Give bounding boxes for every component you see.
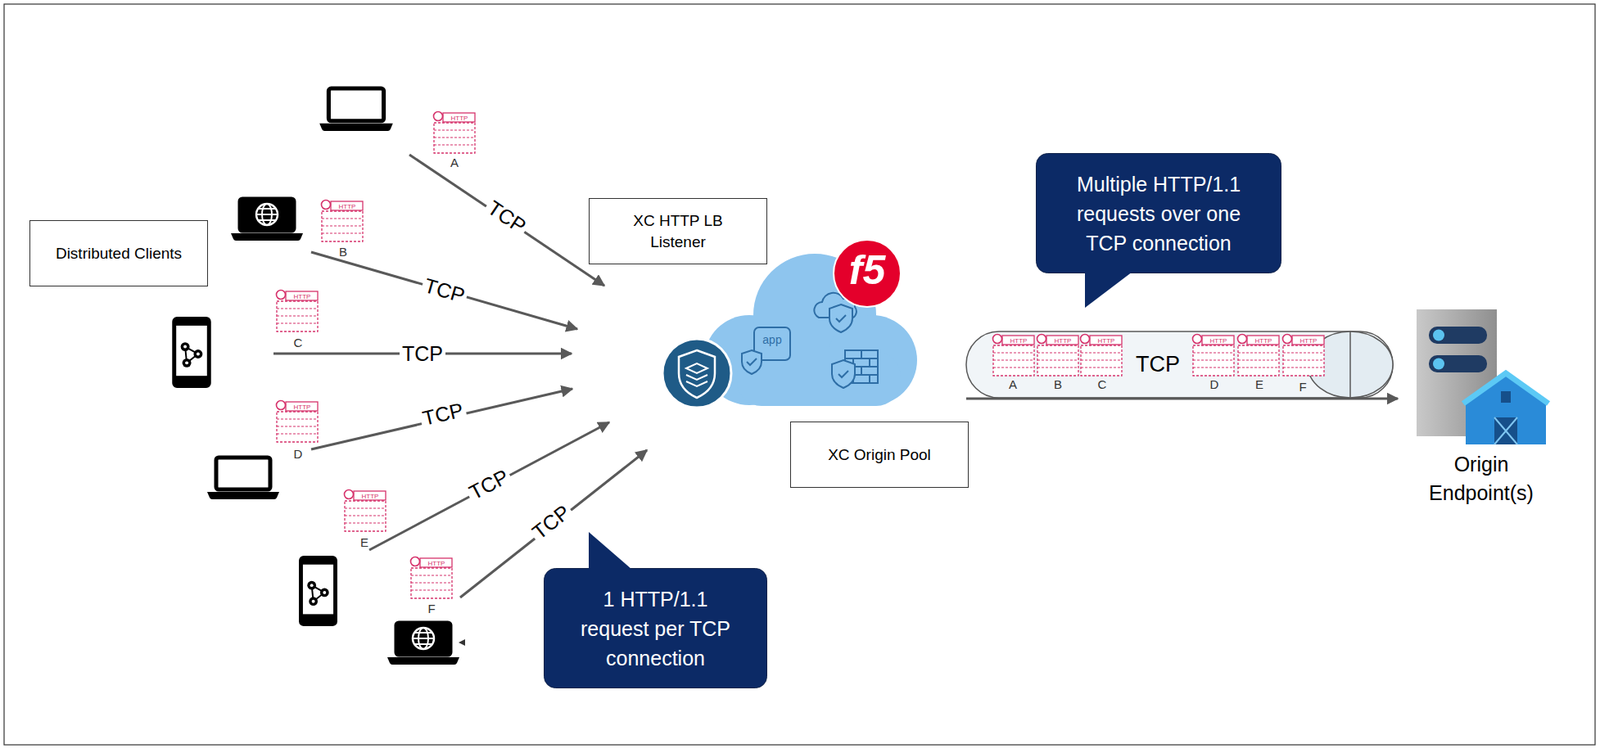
- check-mark: [838, 370, 849, 378]
- badge-shield: [678, 350, 715, 398]
- label-box: XC Origin Pool: [790, 421, 969, 489]
- node-text: 1 HTTP/1.1 request per TCP connection: [573, 584, 738, 674]
- pipe-arrow: [966, 397, 1398, 401]
- laptop-icon: [207, 457, 280, 500]
- callout-body: [1036, 153, 1282, 274]
- node-text: XC HTTP LB Listener: [625, 210, 731, 253]
- icon-text: app: [762, 333, 782, 347]
- server-light: [1432, 329, 1445, 342]
- tcp-label: TCP: [399, 342, 446, 367]
- packet-letter: D: [293, 447, 303, 462]
- server-slot: [1428, 355, 1488, 373]
- packet-letter: E: [360, 535, 369, 550]
- label-box: XC HTTP LB Listener: [588, 198, 768, 265]
- tcp-line: [311, 388, 573, 450]
- shield-badge: [662, 338, 732, 408]
- http-packet: [276, 401, 319, 443]
- packet-letter: B: [338, 244, 348, 259]
- f5-logo-circle: [833, 239, 901, 308]
- badge-circle: [662, 338, 732, 408]
- http-tag: HTTP: [361, 492, 380, 501]
- tcp-label: TCP: [419, 272, 471, 308]
- small-pointer: [458, 639, 466, 647]
- packet-letter: F: [427, 601, 435, 616]
- http-tag: HTTP: [1054, 337, 1072, 345]
- node-text: Distributed Clients: [55, 244, 182, 264]
- callout-box: 1 HTTP/1.1 request per TCP connection: [543, 568, 768, 689]
- http-tag: HTTP: [293, 403, 312, 412]
- packet-letter: A: [1008, 377, 1017, 392]
- http-packet: [1080, 334, 1123, 377]
- barn-roof: [1463, 373, 1549, 404]
- http-packet: [344, 490, 387, 533]
- http-packet: [433, 112, 476, 154]
- label-box: Distributed Clients: [29, 220, 208, 287]
- http-packet: [1193, 334, 1235, 377]
- laptop-icon: [319, 88, 394, 132]
- app-icon: [741, 327, 791, 375]
- tcp-line: [409, 154, 605, 286]
- check-mark: [746, 358, 757, 366]
- http-tag: HTTP: [451, 114, 469, 123]
- http-tag: HTTP: [1098, 337, 1116, 345]
- http-packet: [1283, 334, 1325, 377]
- packet-letter: C: [1098, 377, 1108, 392]
- packet-letter: E: [1255, 377, 1264, 392]
- http-packet: [276, 290, 319, 333]
- http-tag: HTTP: [293, 293, 312, 301]
- logo-text: f5: [849, 247, 886, 295]
- packet-letter: D: [1210, 377, 1220, 392]
- globe-laptop-icon: [387, 623, 460, 665]
- node-text: Multiple HTTP/1.1 requests over one TCP …: [1064, 169, 1253, 258]
- http-tag: HTTP: [428, 560, 446, 568]
- mini-shield: [741, 350, 762, 375]
- server-slot: [1428, 326, 1488, 344]
- node-text: XC Origin Pool: [827, 445, 932, 466]
- barn-window: [1500, 391, 1511, 403]
- callout-body: [544, 569, 768, 689]
- http-packet: [411, 557, 453, 600]
- packet-letter: B: [1053, 377, 1063, 392]
- mini-shield: [829, 304, 853, 333]
- tcp-line: [369, 422, 610, 551]
- barn-body: [1465, 373, 1546, 445]
- server-light: [1432, 358, 1445, 371]
- callout-box: Multiple HTTP/1.1 requests over one TCP …: [1035, 153, 1282, 274]
- http-tag: HTTP: [1300, 337, 1318, 345]
- callout-tail: [588, 532, 633, 570]
- phone-icon: [171, 316, 211, 389]
- callout-tail: [1084, 271, 1133, 308]
- endpoint-label: Origin Endpoint(s): [1415, 450, 1547, 508]
- pipe-cap-line: [1349, 331, 1352, 398]
- http-tag: HTTP: [1010, 337, 1028, 345]
- tcp-label: TCP: [417, 397, 468, 432]
- packet-letter: F: [1298, 379, 1307, 394]
- pipe-label: TCP: [1135, 352, 1180, 378]
- barn-door-cross: [1494, 417, 1518, 445]
- firewall-icon: [831, 350, 878, 389]
- tcp-line: [311, 252, 578, 330]
- barn-door: [1494, 417, 1518, 445]
- badge-layers: [686, 363, 708, 387]
- http-tag: HTTP: [1210, 337, 1228, 345]
- http-packet: [1037, 334, 1080, 377]
- http-tag: HTTP: [338, 203, 357, 211]
- mini-shield: [831, 360, 855, 389]
- globe-laptop-icon: [230, 198, 303, 241]
- outer-frame: [4, 4, 1596, 746]
- tcp-pipe: [966, 331, 1393, 398]
- http-packet: [1238, 334, 1280, 377]
- http-packet: [993, 334, 1036, 377]
- packet-letter: C: [293, 335, 303, 350]
- http-tag: HTTP: [1255, 337, 1273, 345]
- tcp-label: TCP: [463, 463, 516, 507]
- packet-letter: A: [450, 155, 459, 170]
- phone-icon: [298, 555, 338, 627]
- check-mark: [836, 315, 846, 322]
- http-packet: [321, 200, 364, 243]
